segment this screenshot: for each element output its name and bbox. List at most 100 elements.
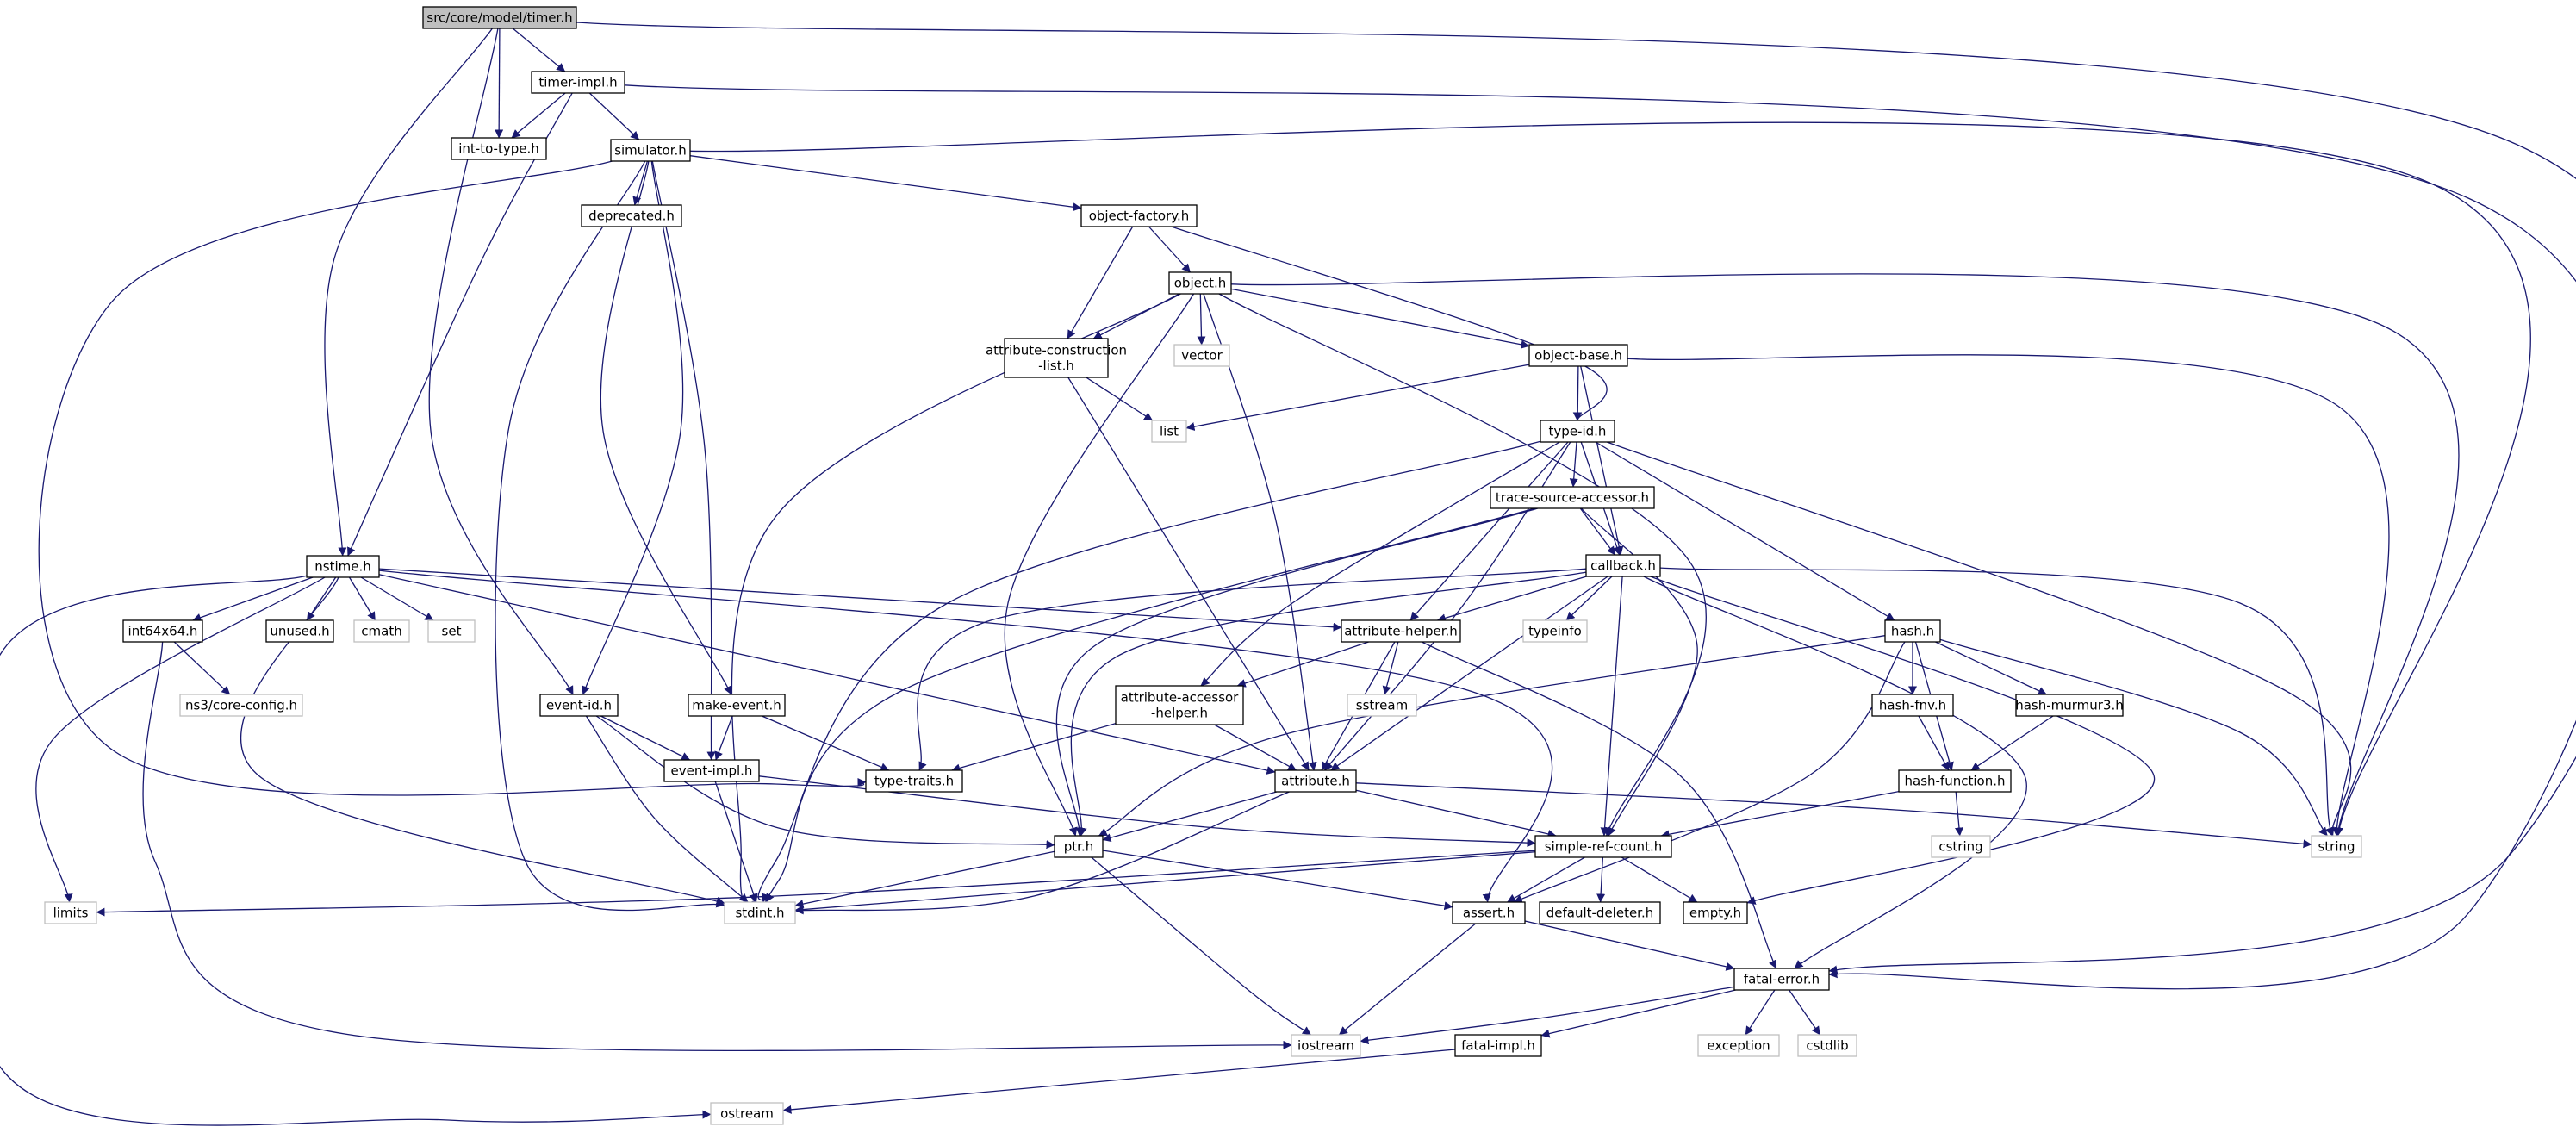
- edge-int64x64_h-to-iostream: [142, 641, 1292, 1051]
- edge-object_base_h-to-type_id_h: [1573, 365, 1583, 421]
- node-attribute_h[interactable]: attribute.h: [1274, 769, 1357, 793]
- edge-fatal_error_h-to-iostream: [1360, 986, 1735, 1045]
- node-attr_acc_helper_h[interactable]: attribute-accessor-helper.h: [1115, 685, 1244, 725]
- node-box: [710, 1102, 784, 1125]
- node-box: [1454, 1034, 1542, 1057]
- edge-simple_ref_count_h-to-stdint_h: [794, 851, 1536, 914]
- node-attr_helper_h[interactable]: attribute-helper.h: [1341, 619, 1461, 643]
- edge-nstime_h-to-assert_h: [378, 570, 1553, 903]
- edge-simulator_h-to-object_factory_h: [689, 155, 1082, 212]
- node-empty_h[interactable]: empty.h: [1683, 901, 1748, 924]
- edge-hash_murmur3_h-to-hash_function_h: [1970, 715, 2054, 771]
- edge-object_h-to-ptr_h: [1004, 293, 1195, 837]
- node-type_traits_h[interactable]: type-traits.h: [865, 769, 963, 793]
- edge-event_impl_h-to-stdint_h: [714, 781, 758, 903]
- node-label: callback.h: [1590, 558, 1656, 574]
- edge-type_id_h-to-attr_acc_helper_h: [1200, 441, 1560, 687]
- node-box: [1884, 619, 1941, 643]
- node-label: -list.h: [1038, 358, 1074, 374]
- edge-hash_h-to-assert_h: [1513, 641, 1906, 903]
- node-simulator_h[interactable]: simulator.h: [610, 139, 691, 162]
- node-hash_fnv_h[interactable]: hash-fnv.h: [1871, 694, 1954, 717]
- edge-callback_h-to-attribute_h: [1330, 576, 1608, 771]
- node-cmath: cmath: [353, 619, 410, 643]
- edge-event_id_h-to-ptr_h: [595, 715, 1055, 850]
- edge-type_id_h-to-hash_h: [1595, 441, 1895, 621]
- edge-object_h-to-string: [1230, 273, 2460, 837]
- node-box: [179, 694, 303, 717]
- node-hash_murmur3_h[interactable]: hash-murmur3.h: [2015, 694, 2124, 717]
- node-label: unused.h: [270, 624, 329, 639]
- node-deprecated_h[interactable]: deprecated.h: [581, 204, 682, 227]
- node-object_h[interactable]: object.h: [1168, 271, 1232, 295]
- node-event_impl_h[interactable]: event-impl.h: [663, 759, 760, 782]
- node-int64x64_h[interactable]: int64x64.h: [122, 619, 203, 643]
- node-box: [610, 139, 691, 162]
- node-label: assert.h: [1463, 906, 1515, 921]
- edge-object_factory_h-to-attr_constr_list_h: [1067, 226, 1134, 339]
- edge-callback_h-to-empty_h: [1650, 576, 2155, 905]
- node-label: object-factory.h: [1089, 209, 1190, 224]
- node-timer_impl_h[interactable]: timer-impl.h: [531, 71, 625, 94]
- edge-simulator_h-to-stdint_h: [495, 160, 725, 912]
- node-int_to_type_h[interactable]: int-to-type.h: [451, 137, 547, 160]
- edge-timer_h-to-event_id_h: [428, 28, 574, 695]
- edge-attribute_h-to-simple_ref_count_h: [1355, 789, 1557, 838]
- edge-attr_constr_list_h-to-attribute_h: [1067, 377, 1310, 771]
- edge-timer_h-to-fatal_error_h: [576, 22, 2576, 974]
- node-box: [1683, 901, 1748, 924]
- edge-timer_h-to-nstime_h: [324, 28, 493, 557]
- node-label: string: [2318, 839, 2355, 855]
- edge-trace_src_acc_h-to-ptr_h: [1055, 507, 1538, 837]
- edge-attr_acc_helper_h-to-attribute_h: [1214, 724, 1297, 771]
- node-box: [1347, 694, 1417, 717]
- node-box: [122, 619, 203, 643]
- node-label: fatal-impl.h: [1461, 1038, 1535, 1054]
- node-simple_ref_count_h[interactable]: simple-ref-count.h: [1534, 835, 1672, 858]
- node-unused_h[interactable]: unused.h: [265, 619, 334, 643]
- node-string: string: [2311, 835, 2362, 858]
- node-type_id_h[interactable]: type-id.h: [1540, 420, 1615, 443]
- edge-object_h-to-object_base_h: [1230, 288, 1530, 349]
- node-make_event_h[interactable]: make-event.h: [688, 694, 786, 717]
- node-object_base_h[interactable]: object-base.h: [1528, 344, 1628, 367]
- node-sstream: sstream: [1347, 694, 1417, 717]
- node-label: make-event.h: [692, 698, 781, 713]
- edge-simulator_h-to-event_impl_h: [651, 160, 716, 761]
- node-label: simple-ref-count.h: [1545, 839, 1662, 855]
- node-hash_function_h[interactable]: hash-function.h: [1898, 769, 2012, 793]
- edge-simulator_h-to-type_traits_h: [38, 160, 867, 796]
- node-timer_h[interactable]: src/core/model/timer.h: [422, 6, 577, 29]
- node-nstime_h[interactable]: nstime.h: [306, 555, 380, 578]
- node-event_id_h[interactable]: event-id.h: [539, 694, 619, 717]
- node-label: attribute-accessor: [1121, 690, 1240, 706]
- edge-callback_h-to-type_traits_h: [917, 568, 1587, 771]
- edge-event_impl_h-to-simple_ref_count_h: [758, 775, 1536, 848]
- node-object_factory_h[interactable]: object-factory.h: [1080, 204, 1198, 227]
- node-trace_src_acc_h[interactable]: trace-source-accessor.h: [1490, 486, 1655, 509]
- node-hash_h[interactable]: hash.h: [1884, 619, 1941, 643]
- edge-object_factory_h-to-type_id_h: [1171, 226, 1608, 421]
- edge-type_id_h-to-attribute_h: [1324, 441, 1571, 771]
- edge-attr_acc_helper_h-to-type_traits_h: [951, 722, 1117, 773]
- node-label: cmath: [361, 624, 401, 639]
- node-box: [1522, 619, 1588, 643]
- node-callback_h[interactable]: callback.h: [1585, 554, 1661, 577]
- node-fatal_error_h[interactable]: fatal-error.h: [1733, 968, 1830, 991]
- node-list: list: [1151, 420, 1187, 443]
- node-box: [422, 6, 577, 29]
- node-default_deleter_h[interactable]: default-deleter.h: [1539, 901, 1661, 924]
- edge-hash_h-to-hash_murmur3_h: [1935, 641, 2047, 695]
- node-box: [451, 137, 547, 160]
- node-box: [1080, 204, 1198, 227]
- node-assert_h[interactable]: assert.h: [1452, 901, 1526, 924]
- node-fatal_impl_h[interactable]: fatal-impl.h: [1454, 1034, 1542, 1057]
- node-box: [353, 619, 410, 643]
- node-box: [865, 769, 963, 793]
- node-label: exception: [1707, 1038, 1770, 1054]
- node-ptr_h[interactable]: ptr.h: [1054, 835, 1104, 858]
- node-attr_constr_list_h[interactable]: attribute-construction-list.h: [986, 338, 1127, 378]
- node-box: [1534, 835, 1672, 858]
- node-box: [1931, 835, 1991, 858]
- node-box: [581, 204, 682, 227]
